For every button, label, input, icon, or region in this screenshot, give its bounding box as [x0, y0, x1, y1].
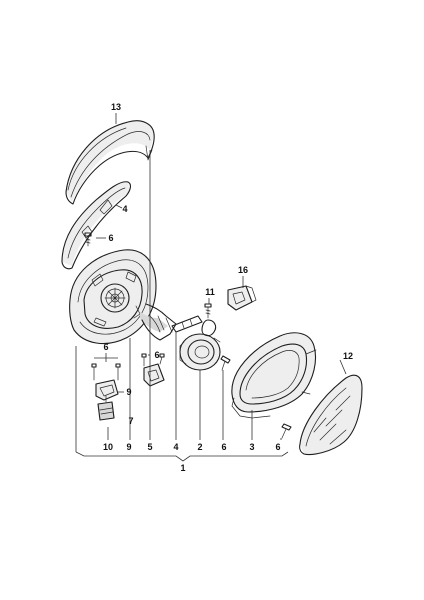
callout-6-group: 6 [103, 342, 108, 352]
callout-13: 13 [111, 102, 121, 112]
part-6-screw-right [281, 423, 292, 439]
part-13-mirror-cap [65, 120, 155, 205]
callout-6-upper: 6 [108, 233, 113, 243]
part-5-motor [141, 353, 165, 387]
callout-6: 6 [221, 442, 226, 452]
callout-9: 9 [126, 442, 131, 452]
leader-lines [75, 113, 347, 462]
callout-5: 5 [147, 442, 152, 452]
mirror-housing [69, 249, 177, 345]
part-4-trim-strip [61, 181, 131, 270]
callout-12: 12 [343, 351, 353, 361]
callout-4: 4 [173, 442, 178, 452]
part-7-adjuster-linkage [171, 315, 203, 333]
part-6-screw-middle [220, 355, 231, 371]
callout-4-upper: 4 [122, 204, 127, 214]
part-16-clip [227, 285, 257, 311]
callout-6-middle: 6 [154, 350, 159, 360]
part-3-glass-frame [231, 332, 317, 419]
callout-7: 7 [128, 416, 133, 426]
callout-9-side: 9 [126, 387, 131, 397]
part-11-screw [204, 303, 212, 319]
part-9-bracket [91, 363, 121, 401]
part-2-adjusting-motor [179, 319, 221, 371]
callout-16: 16 [238, 265, 248, 275]
part-10-unit [97, 395, 115, 421]
part-12-mirror-glass [299, 374, 363, 456]
callout-10: 10 [103, 442, 113, 452]
part-6-screw-upper [84, 232, 92, 247]
callout-6-right: 6 [275, 442, 280, 452]
callout-2: 2 [197, 442, 202, 452]
callout-1: 1 [180, 463, 185, 473]
callout-11: 11 [205, 287, 215, 297]
callout-3: 3 [249, 442, 254, 452]
callout-labels: 13 4 6 16 11 6 6 9 7 12 10 9 5 4 2 6 3 6… [103, 102, 353, 473]
